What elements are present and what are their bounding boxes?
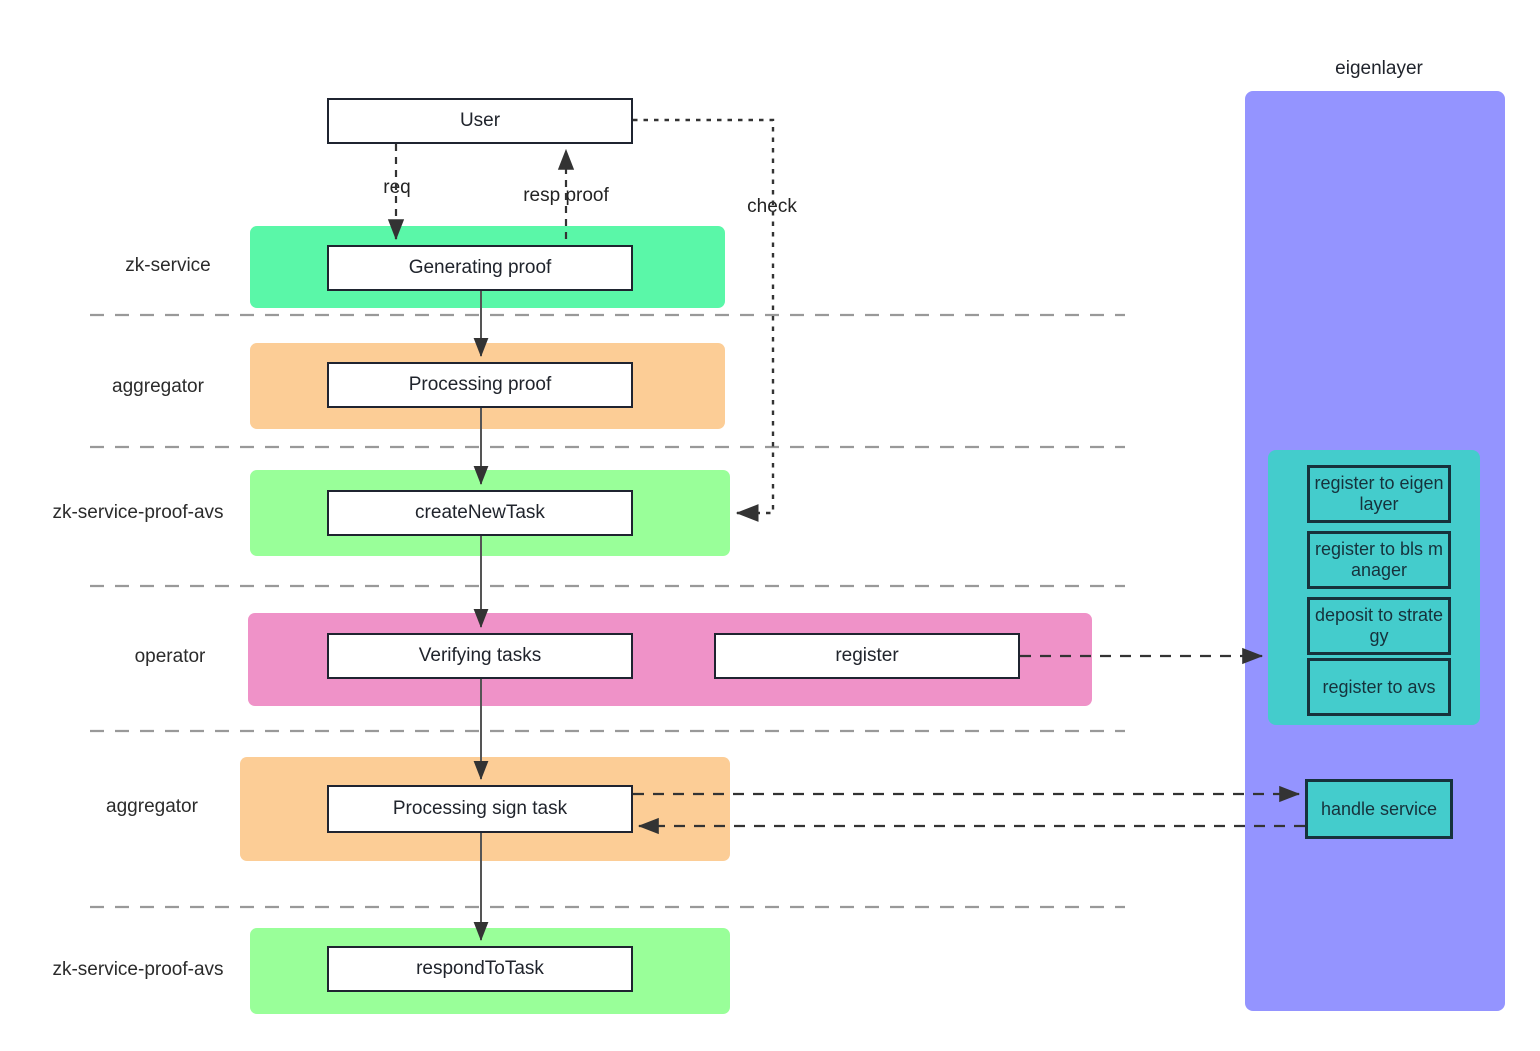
node-user[interactable]: User	[327, 98, 633, 144]
edge-check	[633, 118, 775, 522]
node-verifying-tasks[interactable]: Verifying tasks	[327, 633, 633, 679]
cluster-title-eigenlayer: eigenlayer	[1335, 58, 1423, 79]
eigen-node-register-to-eigenlayer[interactable]: register to eigenlayer	[1307, 465, 1451, 523]
lane-label-aggregator-2: aggregator	[106, 796, 198, 817]
edge-label-req: req	[383, 177, 411, 198]
lane-label-avs-1: zk-service-proof-avs	[52, 502, 224, 523]
node-respond-to-task[interactable]: respondToTask	[327, 946, 633, 992]
eigen-node-register-to-avs[interactable]: register to avs	[1307, 658, 1451, 716]
eigen-node-deposit-to-strategy[interactable]: deposit to strategy	[1307, 597, 1451, 655]
lane-label-avs-2: zk-service-proof-avs	[52, 959, 224, 980]
node-processing-proof[interactable]: Processing proof	[327, 362, 633, 408]
node-register[interactable]: register	[714, 633, 1020, 679]
lane-label-aggregator-1: aggregator	[112, 376, 204, 397]
lane-label-operator: operator	[134, 646, 206, 667]
edge-label-check: check	[747, 196, 797, 217]
edge-label-resp-proof: resp proof	[523, 185, 609, 206]
eigen-node-register-to-bls-manager[interactable]: register to bls manager	[1307, 531, 1451, 589]
eigen-node-handle-service[interactable]: handle service	[1305, 779, 1453, 839]
node-processing-sign-task[interactable]: Processing sign task	[327, 785, 633, 833]
lane-label-zk-service: zk-service	[125, 255, 211, 276]
node-create-new-task[interactable]: createNewTask	[327, 490, 633, 536]
node-generating-proof[interactable]: Generating proof	[327, 245, 633, 291]
